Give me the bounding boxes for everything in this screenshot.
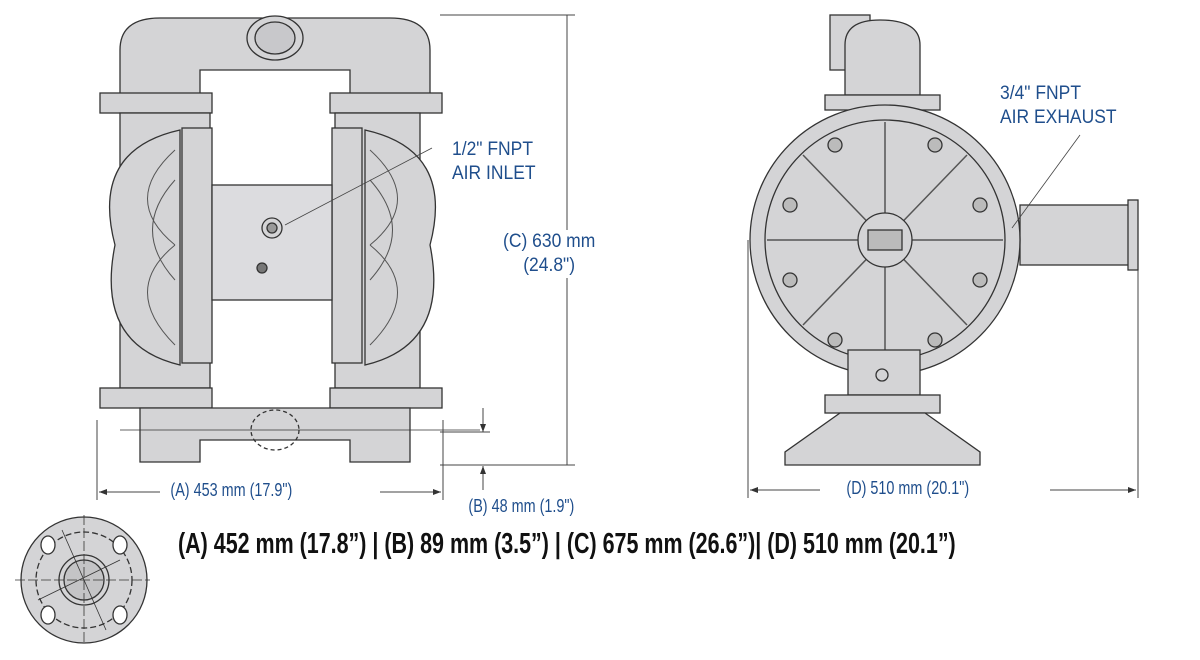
dimension-a-label: (A) 453 mm (17.9") [168,480,295,501]
air-exhaust-callout: 3/4" FNPT AIR EXHAUST [1000,82,1117,130]
pump-front-view [99,15,480,463]
dimension-b-label: (B) 48 mm (1.9") [466,496,577,517]
air-exhaust-size: 3/4" FNPT [1000,83,1082,104]
flange-detail [15,515,150,645]
pump-side-view [749,14,1139,466]
air-inlet-size: 1/2" FNPT [452,139,534,160]
dimension-c-label: (C) 630 mm (24.8") [503,230,596,278]
dimension-c-mm: (C) 630 mm [503,231,596,252]
air-exhaust-label: AIR EXHAUST [1000,107,1117,128]
dimension-c-in: (24.8") [523,255,576,276]
dimension-d-label: (D) 510 mm (20.1") [844,478,972,499]
dimension-lines-side [747,134,1139,498]
flange-dimension-summary: (A) 452 mm (17.8”) | (B) 89 mm (3.5”) | … [178,528,956,560]
air-inlet-label: AIR INLET [452,163,536,184]
air-inlet-callout: 1/2" FNPT AIR INLET [452,138,536,186]
